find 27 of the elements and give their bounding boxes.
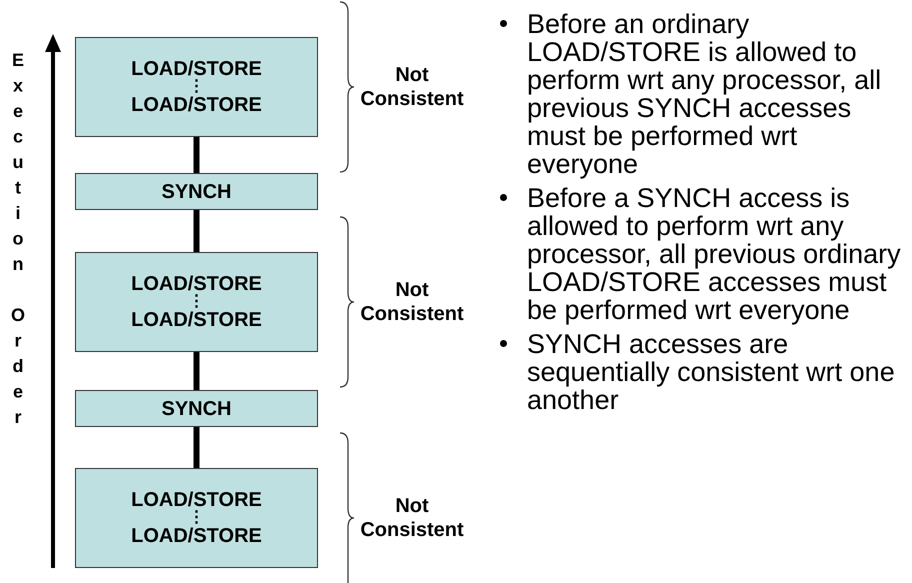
node-text: LOAD/STORE: [131, 489, 262, 511]
node-text: LOAD/STORE: [131, 273, 262, 295]
node-text: LOAD/STORE: [131, 94, 262, 116]
connector-line: [194, 427, 200, 468]
instruction-block: [75, 252, 318, 352]
instruction-block: [75, 468, 318, 568]
node-text: LOAD/STORE: [131, 309, 262, 331]
node-text: ⋮: [188, 80, 204, 94]
node-text: ⋮: [188, 295, 204, 309]
bullet-text: Before an ordinary LOAD/STORE is allowed to perform wrt any processor, all previous SYNCH accesses must be performed wrt everyone: [527, 9, 882, 179]
bullet-text: SYNCH accesses are sequentially consistent wrt one another: [527, 329, 895, 415]
sync-box: [75, 173, 318, 210]
connector-line: [194, 352, 200, 390]
node-text: LOAD/STORE: [131, 525, 262, 547]
brace-label: Not Consistent: [359, 63, 465, 111]
brace-label: Not Consistent: [359, 494, 465, 542]
connector-line: [194, 210, 200, 252]
node-text: LOAD/STORE: [131, 58, 262, 80]
instruction-block: [75, 37, 318, 137]
bullet-text: Before a SYNCH access is allowed to perform wrt any processor, all previous ordinary LOAD/STORE accesses must be performed wrt everyone: [527, 183, 901, 325]
connector-line: [194, 137, 200, 173]
node-text: ⋮: [188, 511, 204, 525]
node-text: SYNCH: [161, 398, 232, 420]
brace-label: Not Consistent: [359, 278, 465, 326]
node-text: SYNCH: [161, 180, 232, 202]
sync-box: [75, 390, 318, 427]
axis-label: Execution Order: [8, 50, 28, 432]
